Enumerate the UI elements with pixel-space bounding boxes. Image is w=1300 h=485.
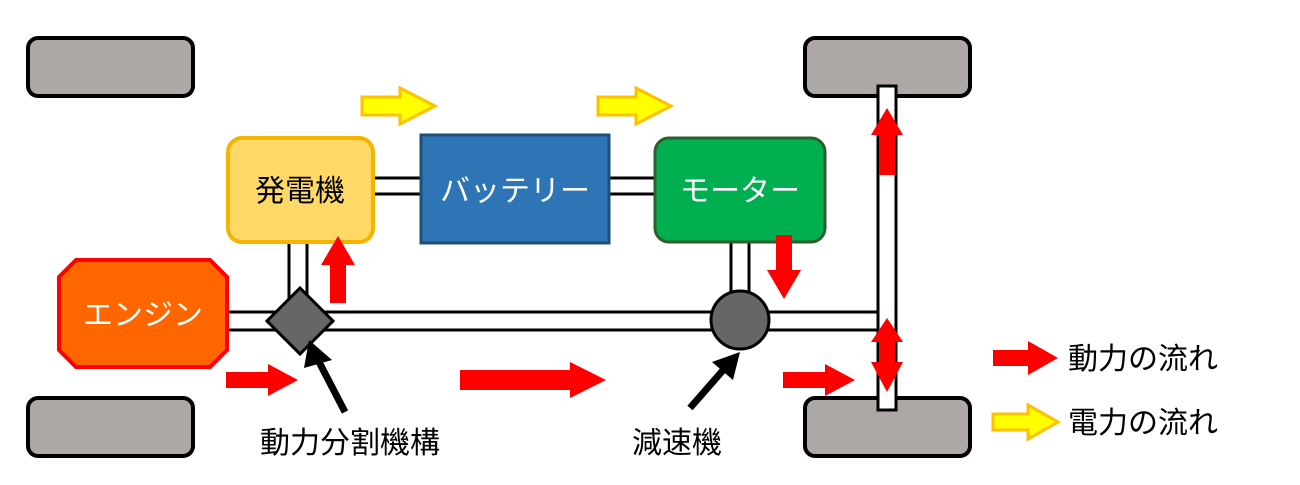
- pointer-line-reducer: [687, 365, 728, 411]
- power-arrow-engine: [226, 364, 298, 396]
- motor-label: モーター: [680, 174, 800, 209]
- power-arrow-wheel: [783, 364, 855, 396]
- pointer-head-power-split: [304, 340, 332, 368]
- wheel-rear-left: [26, 396, 195, 458]
- engine-box: [57, 258, 229, 369]
- electric-arrow-2: [596, 85, 675, 127]
- power-split-device: [264, 285, 336, 357]
- power-arrow-down-axle: [871, 340, 903, 392]
- legend-electric-arrow: [991, 402, 1062, 442]
- power-arrow-up-axle: [871, 108, 903, 175]
- power-arrow-up-generator: [321, 236, 355, 303]
- motor-box: [653, 136, 827, 244]
- reducer-gear: [709, 289, 771, 351]
- power-arrow-down-motor: [767, 235, 801, 299]
- battery-label: バッテリー: [440, 174, 590, 209]
- legend-power-label: 動力の流れ: [1068, 342, 1218, 377]
- legend-electric-label: 電力の流れ: [1068, 406, 1218, 441]
- electric-arrow-1: [360, 85, 439, 127]
- legend-power-arrow: [993, 341, 1058, 375]
- link-battery-motor: [605, 176, 659, 196]
- wheel-front-left: [26, 36, 195, 98]
- generator-box: [226, 136, 375, 244]
- engine-label: エンジン: [83, 298, 203, 333]
- generator-label: 発電機: [255, 174, 345, 209]
- power-arrow-shaft: [460, 362, 606, 398]
- pointer-head-reducer: [712, 352, 740, 380]
- battery-box: [419, 133, 611, 245]
- reducer-label: 減速機: [632, 426, 722, 461]
- link-generator-battery: [370, 176, 424, 196]
- power-split-label: 動力分割機構: [260, 426, 440, 461]
- pointer-line-power-split: [314, 358, 349, 414]
